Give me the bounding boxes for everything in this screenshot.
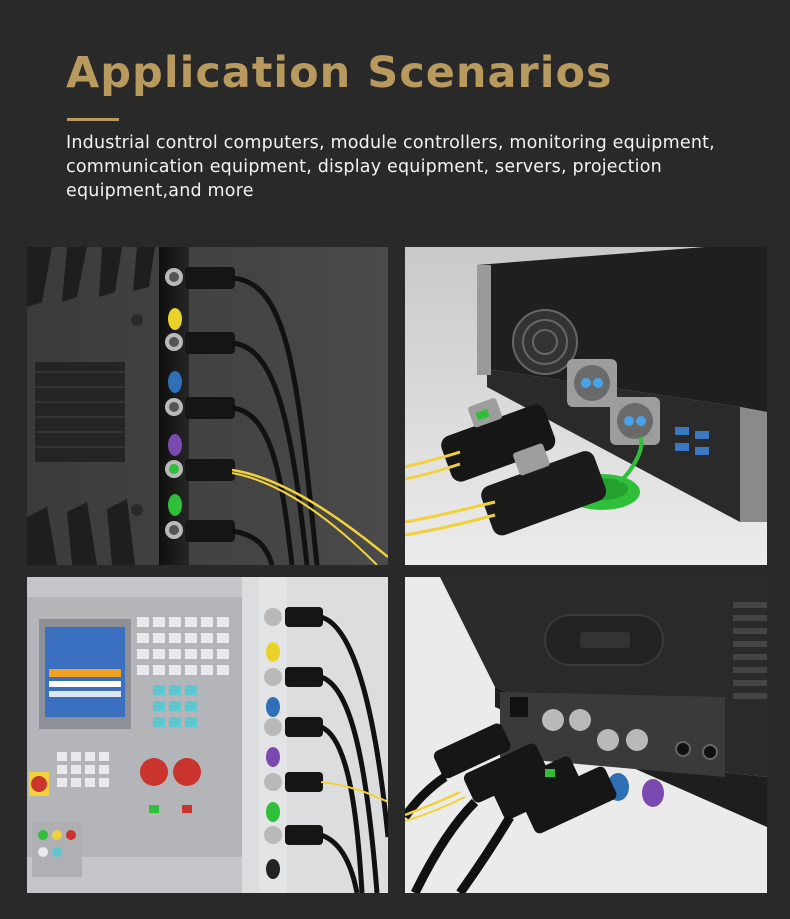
photo-cnc-controller-connectors — [27, 577, 388, 893]
application-description: Industrial control computers, module con… — [66, 133, 715, 201]
photo-projector-connectors — [405, 577, 767, 893]
photo-server-fiber-connectors — [405, 247, 767, 565]
title-underline — [67, 118, 119, 121]
page-title: Application Scenarios — [66, 48, 613, 98]
photo-industrial-pc-connectors — [27, 247, 388, 565]
